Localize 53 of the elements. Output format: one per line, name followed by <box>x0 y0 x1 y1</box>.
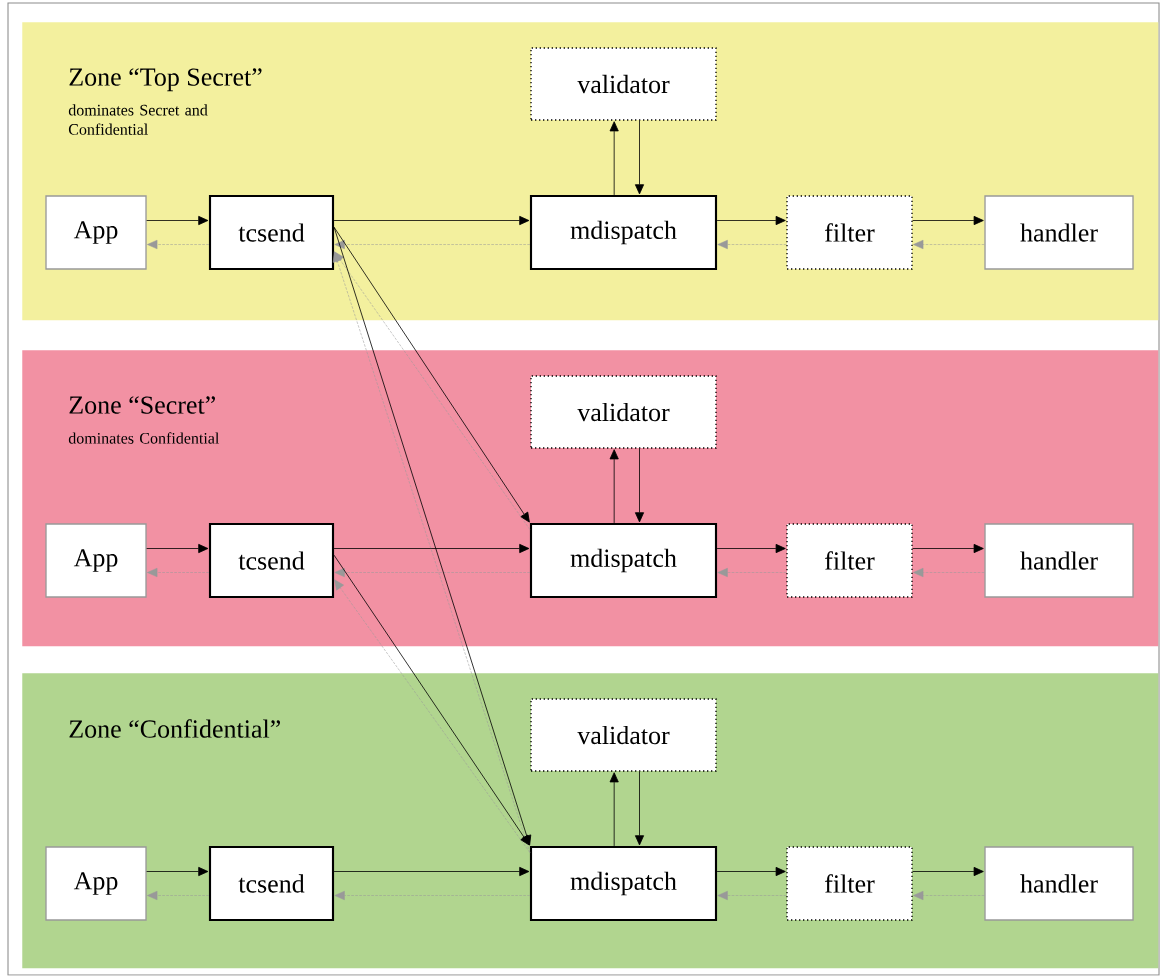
arrow <box>717 567 787 578</box>
process-box: filter <box>786 846 913 921</box>
process-box: mdispatch <box>529 522 718 599</box>
arrow <box>147 567 210 578</box>
endpoint-box: handler <box>984 846 1134 921</box>
arrow <box>716 215 786 226</box>
process-box: tcsend <box>208 522 335 599</box>
arrow <box>716 866 786 877</box>
endpoint-box: App <box>45 195 147 270</box>
arrow <box>146 543 209 554</box>
zone-title: Zone “Top Secret” <box>69 68 262 92</box>
zone-title: Zone “Confidential” <box>69 719 281 738</box>
arrow <box>334 567 531 578</box>
arrow <box>334 890 531 901</box>
arrow <box>717 239 787 250</box>
arrow <box>717 890 787 901</box>
zone-subtitle: dominates Confidential <box>68 432 220 444</box>
process-box: validator <box>530 375 717 449</box>
process-box: filter <box>786 523 913 598</box>
zone-subtitle: dominates Secret and Confidential <box>68 104 208 135</box>
process-box: tcsend <box>208 194 335 271</box>
arrow <box>147 239 210 250</box>
arrow <box>146 866 209 877</box>
arrow <box>147 890 210 901</box>
arrow <box>913 239 985 250</box>
arrow <box>609 449 619 524</box>
endpoint-box: handler <box>984 195 1134 270</box>
process-box: mdispatch <box>529 194 718 271</box>
arrow <box>609 121 619 196</box>
process-box: tcsend <box>208 845 335 922</box>
arrow <box>333 215 530 226</box>
zone-title: Zone “Secret” <box>69 396 215 414</box>
arrow <box>634 120 645 195</box>
arrow <box>334 239 531 250</box>
arrow <box>146 215 209 226</box>
process-box: validator <box>530 47 717 121</box>
endpoint-box: App <box>45 523 147 598</box>
arrow <box>716 543 786 554</box>
arrow <box>912 866 984 877</box>
arrow <box>913 890 985 901</box>
arrow <box>913 567 985 578</box>
arrow <box>912 215 984 226</box>
endpoint-box: handler <box>984 523 1134 598</box>
endpoint-box: App <box>45 846 147 921</box>
arrow <box>634 771 645 846</box>
arrow <box>333 543 530 554</box>
arrow <box>609 772 619 847</box>
arrow <box>634 448 645 523</box>
process-box: mdispatch <box>529 845 718 922</box>
process-box: filter <box>786 195 913 270</box>
arrow <box>333 866 530 877</box>
arrow <box>912 543 984 554</box>
process-box: validator <box>530 698 717 772</box>
